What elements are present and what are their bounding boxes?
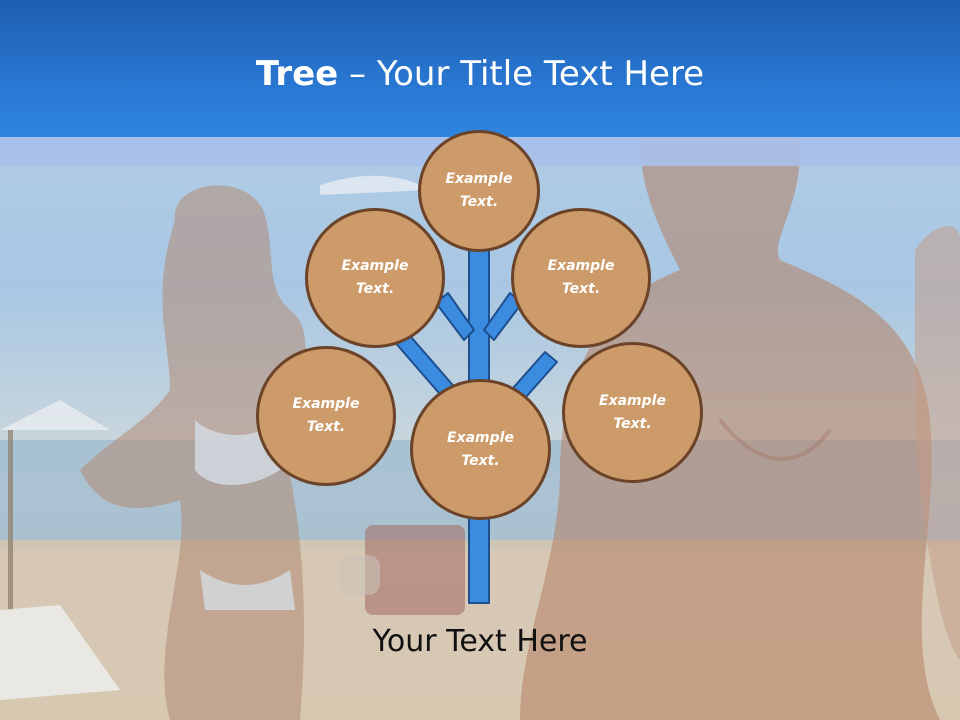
node-label: Example Text. (341, 258, 409, 297)
branch-upper-left (435, 292, 475, 341)
tree-node-center: Example Text. (410, 379, 551, 520)
title-text: – Your Title Text Here (338, 54, 705, 94)
tree-node-upper-left: Example Text. (305, 208, 445, 348)
node-label: Example Text. (445, 171, 513, 210)
node-label: Example Text. (547, 258, 615, 297)
caption-text: Your Text Here (372, 624, 588, 659)
tree-node-top: Example Text. (418, 130, 540, 252)
tree-node-lower-left: Example Text. (256, 346, 396, 486)
node-label: Example Text. (447, 429, 514, 469)
node-label: Example Text. (292, 396, 360, 435)
tree-node-lower-right: Example Text. (562, 342, 703, 483)
slide-title: Tree – Your Title Text Here (0, 54, 960, 94)
title-bar (0, 0, 960, 137)
node-label: Example Text. (599, 392, 666, 432)
tree-node-upper-right: Example Text. (511, 208, 651, 348)
title-bold: Tree (255, 54, 339, 94)
